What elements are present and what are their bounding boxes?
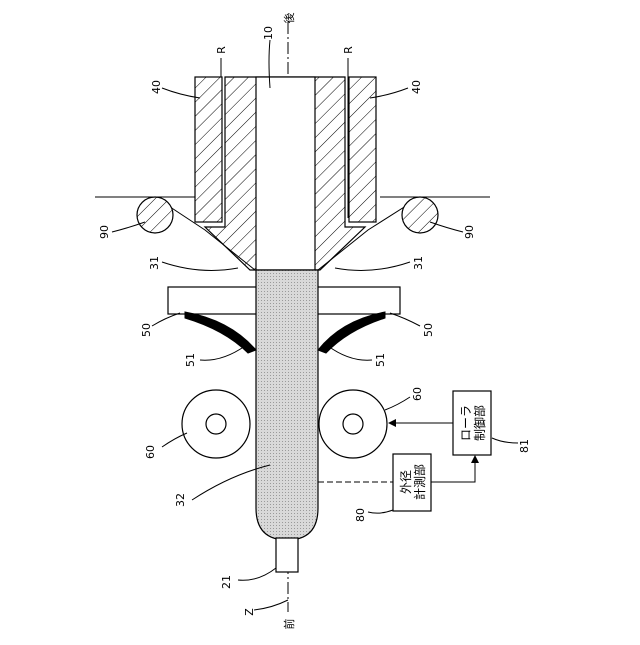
roller-60-right <box>319 390 387 458</box>
label-60-right: 60 <box>411 387 424 401</box>
roller-control-line2: 制御部 <box>472 405 487 441</box>
label-50-left: 50 <box>140 323 153 337</box>
roller-control-line1: ローラ <box>459 405 473 441</box>
label-31-left: 31 <box>148 256 161 270</box>
leader-60-left <box>162 433 187 447</box>
label-40-left: 40 <box>150 80 163 94</box>
label-51-left: 51 <box>184 353 197 367</box>
product-32 <box>256 270 318 540</box>
label-60-left: 60 <box>144 445 157 459</box>
label-90-left: 90 <box>98 225 111 239</box>
leader-51-left <box>200 346 245 360</box>
diameter-measure-line2: 計測部 <box>412 464 427 500</box>
label-40-right: 40 <box>410 80 423 94</box>
roller-60-left <box>182 390 250 458</box>
label-51-right: 51 <box>374 353 387 367</box>
leader-10 <box>269 40 270 88</box>
label-rear: 後 <box>282 13 296 24</box>
label-axis-z: Z <box>243 608 256 616</box>
leader-80 <box>368 510 393 513</box>
label-81: 81 <box>518 439 531 453</box>
seal-51-left <box>185 312 256 353</box>
leader-40-left <box>162 88 200 98</box>
label-front: 前 <box>282 619 296 630</box>
leader-60-right <box>385 397 410 410</box>
label-r-left: R <box>215 46 228 54</box>
roller-90-right <box>402 197 438 233</box>
seal-51-right <box>318 312 385 353</box>
label-80: 80 <box>354 508 367 522</box>
diameter-measure-line1: 外径 <box>399 470 413 494</box>
leader-90-left <box>112 222 145 232</box>
leader-21 <box>238 568 276 580</box>
label-32: 32 <box>174 493 187 507</box>
leader-31-left <box>162 262 238 270</box>
connect-80-to-81 <box>431 458 475 482</box>
label-31-right: 31 <box>412 256 425 270</box>
label-50-right: 50 <box>422 323 435 337</box>
label-21: 21 <box>220 575 233 589</box>
arrowhead-to-60 <box>388 419 396 427</box>
leader-81 <box>492 438 518 443</box>
leader-50-right <box>390 313 420 326</box>
member-40-left <box>195 77 222 222</box>
central-bore-10 <box>256 77 315 270</box>
leader-z <box>254 600 288 610</box>
roller-90-left <box>137 197 173 233</box>
label-90-right: 90 <box>463 225 476 239</box>
member-40-right <box>349 77 376 222</box>
leader-51-right <box>328 346 372 360</box>
leader-31-right <box>335 262 410 270</box>
rod-21 <box>276 538 298 572</box>
label-r-right: R <box>342 46 355 54</box>
leader-90-right <box>430 222 463 232</box>
leader-50-left <box>152 313 180 326</box>
label-10: 10 <box>262 26 275 40</box>
arrowhead-to-81 <box>471 455 479 463</box>
